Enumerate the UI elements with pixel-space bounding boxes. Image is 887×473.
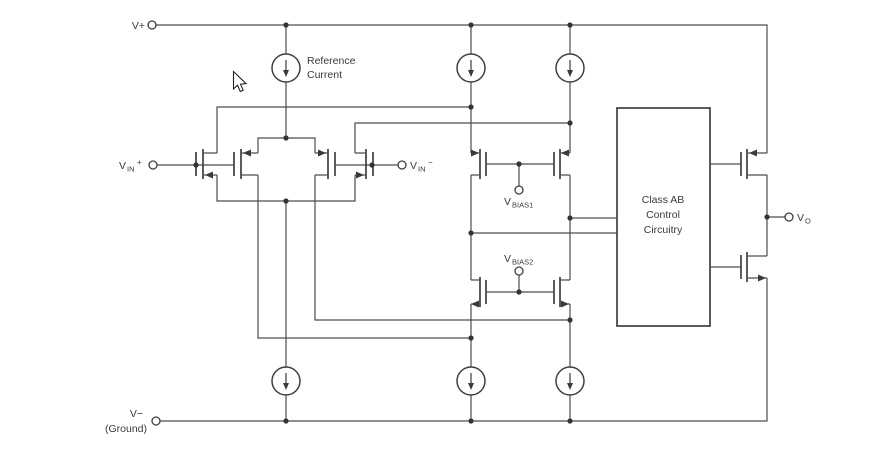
svg-text:IN: IN — [418, 165, 426, 174]
output-pmos-transistor — [740, 149, 767, 179]
wire-t3-drain-fold — [314, 175, 570, 321]
wire-n-pair-tail — [216, 175, 356, 202]
svg-text:+: + — [137, 158, 142, 167]
vbias1-terminal — [514, 185, 524, 195]
vbias2-label: V BIAS2 — [504, 253, 533, 267]
source-arrow-icon — [561, 300, 569, 308]
wires — [156, 24, 785, 422]
input-nmos-left-transistor — [195, 149, 217, 179]
wire-vbias1-net — [486, 163, 554, 186]
svg-text:Current: Current — [307, 69, 342, 81]
svg-text:BIAS2: BIAS2 — [512, 258, 533, 267]
source-arrow-icon — [205, 171, 213, 179]
source-arrow-icon — [471, 300, 479, 308]
vin-plus-label: V IN + — [119, 158, 142, 174]
svg-text:V: V — [504, 196, 511, 208]
svg-text:V: V — [119, 160, 126, 172]
mouse-cursor-icon — [232, 70, 248, 93]
current-arrow-icon — [283, 383, 289, 390]
tail-current-source — [271, 366, 301, 396]
current-arrow-icon — [567, 70, 573, 77]
svg-text:V: V — [504, 253, 511, 265]
class-ab-box-label-line1: Class AB — [642, 194, 685, 206]
svg-text:O: O — [805, 217, 811, 226]
input-pmos-right-transistor — [315, 149, 336, 179]
svg-text:−: − — [428, 158, 433, 167]
class-ab-box-label-line3: Circuitry — [644, 224, 683, 236]
ground-label: (Ground) — [105, 423, 147, 435]
svg-text:IN: IN — [127, 165, 135, 174]
cascode-pmos-right-transistor — [553, 149, 570, 179]
class-ab-box-label-line2: Control — [646, 209, 680, 221]
svg-text:BIAS1: BIAS1 — [512, 201, 533, 210]
mirror-nmos-right-transistor — [553, 277, 570, 308]
source-arrow-icon — [471, 149, 479, 157]
wire-vbias2-net — [486, 275, 554, 293]
wire-vplus-rail — [156, 24, 768, 153]
v-minus-terminal — [151, 416, 161, 426]
current-arrow-icon — [468, 383, 474, 390]
cascode-pmos-left-transistor — [471, 149, 487, 179]
wire-ground-rail — [160, 278, 768, 422]
source-arrow-icon — [318, 149, 326, 157]
mirror-nmos-left-transistor — [471, 277, 487, 308]
bottom-current-source-2 — [456, 366, 486, 396]
top-current-source-2 — [456, 53, 486, 83]
source-arrow-icon — [243, 149, 251, 157]
vin-minus-label: V IN − — [410, 158, 433, 174]
vin-plus-terminal — [148, 160, 158, 170]
current-arrow-icon — [468, 70, 474, 77]
vbias2-terminal — [514, 266, 524, 276]
svg-text:V: V — [797, 212, 804, 224]
vin-minus-terminal — [397, 160, 407, 170]
current-arrow-icon — [567, 383, 573, 390]
reference-current-label: Reference Current — [307, 55, 356, 81]
reference-current-source — [271, 53, 301, 83]
vbias1-label: V BIAS1 — [504, 196, 533, 210]
current-arrow-icon — [283, 70, 289, 77]
source-arrow-icon — [561, 149, 569, 157]
svg-text:V: V — [410, 160, 417, 172]
source-arrow-icon — [356, 171, 364, 179]
source-arrow-icon — [749, 149, 757, 157]
vout-label: V O — [797, 212, 811, 226]
input-pmos-left-transistor — [233, 149, 258, 179]
junction-dots — [193, 22, 770, 424]
vout-terminal — [784, 212, 794, 222]
v-plus-label: V+ — [132, 20, 145, 32]
svg-text:Reference: Reference — [307, 55, 356, 67]
bottom-current-source-3 — [555, 366, 585, 396]
source-arrow-icon — [758, 274, 766, 282]
wire-t4-drain-fold — [354, 122, 570, 153]
wire-output-node — [766, 175, 785, 256]
class-ab-box: Class AB Control Circuitry — [616, 107, 711, 327]
output-nmos-transistor — [740, 252, 767, 282]
wire-t1-drain-fold — [216, 106, 471, 153]
v-plus-terminal — [147, 20, 157, 30]
wire-t2-drain-fold — [257, 175, 471, 339]
top-current-source-3 — [555, 53, 585, 83]
v-minus-label: V− — [130, 408, 143, 420]
